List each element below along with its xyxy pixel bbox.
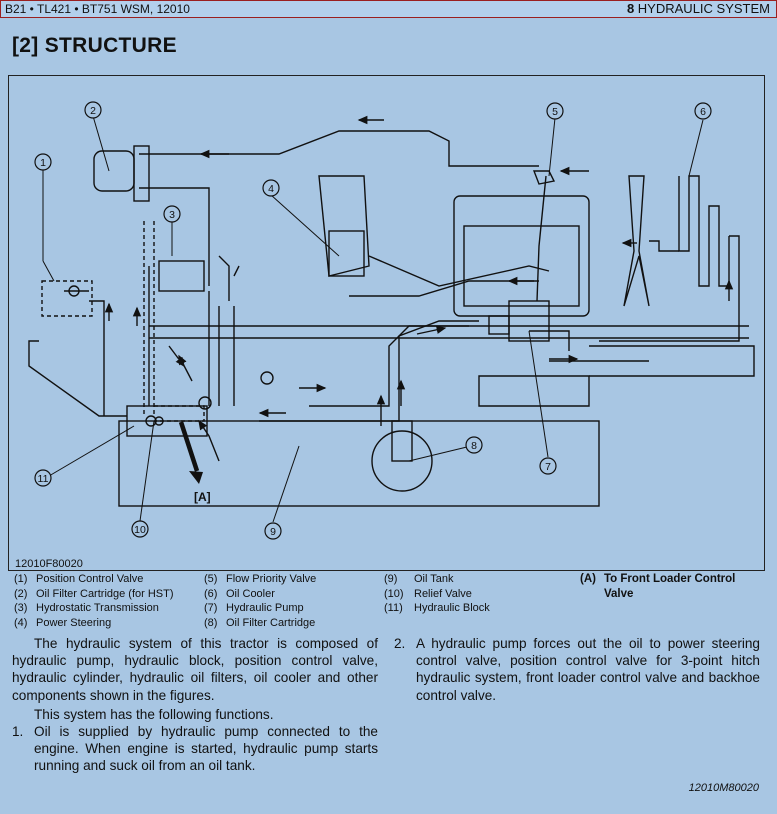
callout-9: 9 [270, 526, 276, 538]
label-a: [A] [194, 490, 211, 504]
leader-10 [139, 420, 155, 522]
callout-2: 2 [90, 105, 96, 117]
leader-2 [92, 115, 110, 172]
function-item-2: 2.A hydraulic pump forces out the oil to… [394, 636, 760, 703]
leader-4 [270, 194, 340, 257]
legend-item: (5)Flow Priority Valve [204, 573, 317, 585]
section-title: [2] STRUCTURE [12, 34, 177, 57]
legend-item: (10)Relief Valve [384, 587, 472, 600]
leader-7 [528, 330, 549, 458]
legend-item: (2)Oil Filter Cartridge (for HST) [14, 587, 174, 600]
callout-7: 7 [545, 461, 551, 473]
structure-figure: 1 2 3 4 5 6 7 8 9 10 11 [A] 12010F80020 [8, 75, 765, 571]
callout-1: 1 [40, 157, 46, 169]
oil-tank-shape [118, 420, 600, 507]
legend-column-3: (9)Oil Tank (10)Relief Valve (11)Hydraul… [384, 572, 490, 616]
leader-8 [408, 445, 472, 462]
legend-item-a: (A)To Front Loader Control Valve [580, 573, 736, 600]
functions-lead: This system has the following functions. [34, 707, 274, 722]
callout-6: 6 [700, 106, 706, 118]
function-item-1: 1.Oil is supplied by hydraulic pump conn… [12, 724, 378, 774]
leader-9 [272, 445, 300, 523]
header-manual-info: B21 • TL421 • BT751 WSM, 12010 [5, 2, 190, 16]
leader-11 [48, 425, 135, 477]
footer-code: 12010M80020 [688, 782, 759, 794]
legend-item: (4)Power Steering [14, 616, 112, 629]
oil-filter-cartridge-shape [371, 430, 433, 492]
legend-item: (9)Oil Tank [384, 573, 454, 585]
header-chapter: 8 HYDRAULIC SYSTEM [627, 1, 770, 17]
legend-item: (11)Hydraulic Block [384, 602, 490, 615]
header-chapter-number: 8 [626, 1, 635, 16]
legend-item: (7)Hydraulic Pump [204, 602, 304, 615]
legend-column-2: (5)Flow Priority Valve (6)Oil Cooler (7)… [204, 572, 316, 630]
hydraulic-diagram: 1 2 3 4 5 6 7 8 9 10 11 [A] [28, 101, 755, 540]
legend-item: (1)Position Control Valve [14, 573, 144, 585]
header-chapter-title: HYDRAULIC SYSTEM [637, 1, 770, 16]
leader-6 [688, 119, 704, 177]
callout-4: 4 [268, 183, 274, 195]
leader-5 [548, 117, 556, 177]
page-header: B21 • TL421 • BT751 WSM, 12010 8 HYDRAUL… [0, 0, 777, 18]
figure-code: 12010F80020 [15, 558, 83, 570]
legend-item: (6)Oil Cooler [204, 587, 275, 600]
leader-1 [42, 169, 55, 282]
legend-item: (8)Oil Filter Cartridge [204, 616, 316, 629]
legend-item: (3)Hydrostatic Transmission [14, 602, 159, 615]
hst-shape [158, 260, 205, 292]
legend-column-1: (1)Position Control Valve (2)Oil Filter … [14, 572, 174, 630]
callout-5: 5 [552, 106, 558, 118]
intro-paragraph: The hydraulic system of this tractor is … [12, 636, 378, 703]
callout-10: 10 [134, 524, 146, 536]
callout-3: 3 [169, 209, 175, 221]
callout-11: 11 [38, 473, 49, 485]
callout-8: 8 [471, 440, 477, 452]
